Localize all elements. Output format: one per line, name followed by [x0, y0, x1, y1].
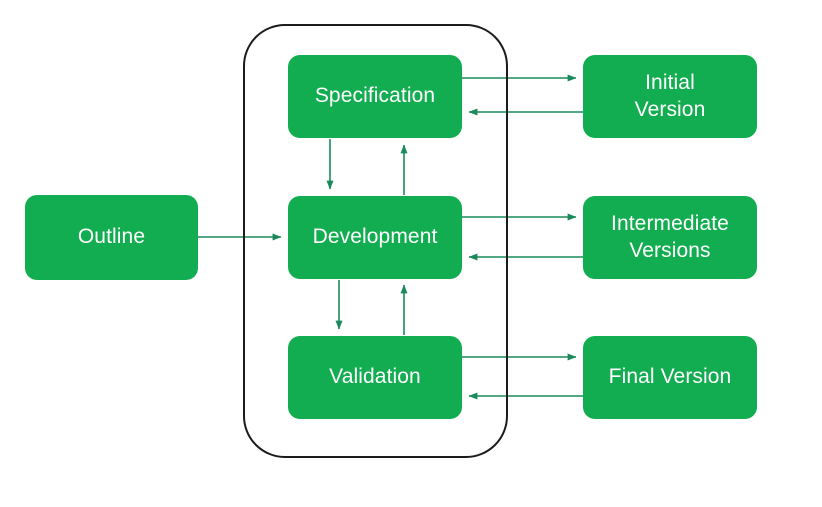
node-specification[interactable]: Specification: [288, 55, 462, 138]
node-initial[interactable]: Initial Version: [583, 55, 757, 138]
group-frame-core-process: [243, 24, 508, 458]
node-final[interactable]: Final Version: [583, 336, 757, 419]
node-intermediate[interactable]: Intermediate Versions: [583, 196, 757, 279]
node-validation[interactable]: Validation: [288, 336, 462, 419]
node-development[interactable]: Development: [288, 196, 462, 279]
node-outline[interactable]: Outline: [25, 195, 198, 280]
